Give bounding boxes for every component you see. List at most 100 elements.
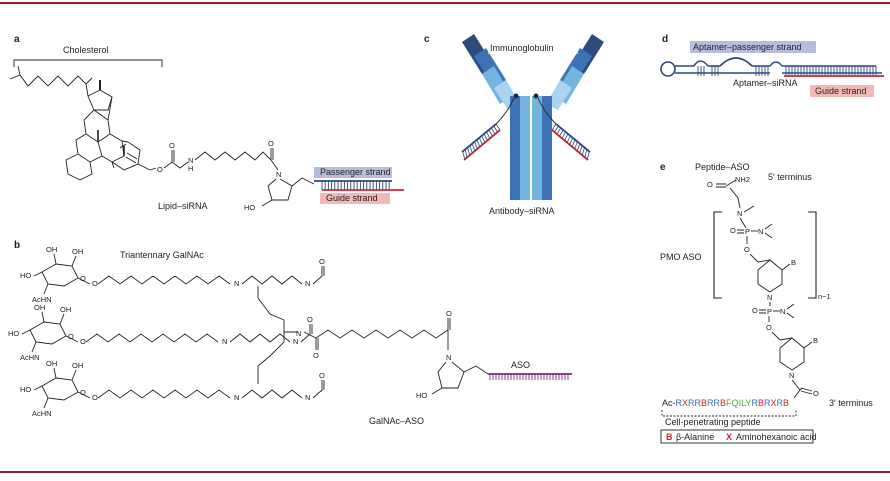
panel-c-letter: c (424, 34, 430, 45)
peptide-residue: R (764, 398, 771, 408)
galnac-ho: HO (20, 385, 31, 394)
peptide-residue: R (688, 398, 695, 408)
peptide-sequence: Ac-RXRRBRRBFQILYRBRXRB (662, 398, 789, 408)
bottom-frame-line (0, 471, 890, 473)
morpholino-1-base: B (791, 258, 796, 267)
cholesterol-bracket (13, 59, 163, 67)
e-ch2-1 (749, 253, 771, 263)
b-hydroxyl: HO (416, 391, 427, 400)
peptide-residue: X (682, 398, 688, 408)
morpholino-ring-2 (779, 337, 805, 371)
passenger-strand-label: Passenger strand (320, 167, 391, 177)
b-ring-oh-bond (431, 387, 443, 395)
b-core-amide-o: O (313, 351, 319, 360)
e-n-to-p (739, 217, 747, 229)
b-terminal-o: O (446, 309, 452, 318)
a-carbonyl-o: O (169, 141, 175, 150)
cholesterol-structure (9, 65, 157, 181)
b-terminal-carbonyl (447, 318, 451, 330)
peptide-residue: R (695, 398, 702, 408)
pmo-repeat-count: n−1 (818, 292, 831, 301)
a-amide-h: H (188, 164, 193, 173)
b-core-n: N (296, 329, 301, 338)
a-amide-n: N (188, 156, 193, 165)
panel-d-letter: d (662, 34, 668, 45)
e-p2-n: N (780, 307, 785, 316)
galnac-ring-o: O (68, 332, 74, 341)
pmo-left-bracket (713, 211, 722, 299)
galnac-aso-label: GalNAc–ASO (369, 416, 424, 426)
carbonyl-double (171, 150, 175, 162)
a-pyrrolidine-ring (267, 178, 293, 201)
panel-e: e Peptide–ASO O NH2 5′ terminus N n−1 PM… (660, 162, 873, 444)
galnac-oh: OH (72, 361, 83, 370)
peptide-residue: R (776, 398, 783, 408)
e-p1: P (745, 227, 750, 236)
e-nh2: NH2 (735, 175, 750, 184)
hexyl-chain (194, 151, 272, 161)
e-glycine-link (729, 187, 741, 209)
a-ethyl-link (291, 177, 315, 187)
aptamer-passenger-box (690, 41, 816, 53)
peptide-residue: B (701, 398, 707, 408)
peptide-residue: R (714, 398, 721, 408)
morpholino-1-base-bond (781, 263, 791, 271)
a-ring-oh-bond (261, 199, 273, 207)
immunoglobulin-label-bg (488, 42, 578, 54)
e-p1-o: O (730, 226, 736, 235)
antibody-sirna-label: Antibody–siRNA (489, 206, 555, 216)
aptamer-sirna-label: Aptamer–siRNA (733, 78, 798, 88)
peptide-residue: Ac- (662, 398, 676, 408)
e-p2: P (767, 307, 772, 316)
b-pyrrolidine-ring (437, 361, 465, 389)
e-p1-dimethyl (764, 223, 773, 239)
galnac-achn: AcHN (20, 353, 40, 362)
galnac-amide-n: N (305, 393, 310, 402)
aptamer-passenger-label: Aptamer–passenger strand (693, 42, 802, 52)
peptide-residue: R (707, 398, 714, 408)
e-p1-bridge-o: O (744, 245, 750, 254)
cpp-bracket (661, 410, 797, 417)
panel-c: c Immunoglobulin (424, 34, 604, 216)
galnac-carbonyl-o: O (307, 315, 313, 324)
peptide-residue: B (720, 398, 726, 408)
peptide-residue: I (739, 398, 742, 408)
peptide-residue: B (783, 398, 789, 408)
galnac-amide-n: N (305, 279, 310, 288)
carbamate-bonds (163, 161, 189, 169)
passenger-strand-box (314, 167, 392, 178)
galnac-amide-n: N (234, 279, 239, 288)
legend-aminohexanoic-symbol: X (726, 432, 732, 442)
a-pyrrolidine-n: N (276, 170, 281, 179)
panel-b-letter: b (14, 240, 20, 251)
e-top-carbonyl (716, 179, 737, 188)
peptide-residue: R (676, 398, 683, 408)
legend-beta-alanine-label: β-Alanine (676, 432, 714, 442)
e-bottom-o: O (813, 389, 819, 398)
galnac-amide-n: N (222, 337, 227, 346)
residue-legend-box (660, 429, 814, 444)
peptide-residue: X (770, 398, 776, 408)
galnac-achn: AcHN (32, 409, 52, 418)
b-pyrrolidine-n: N (446, 353, 451, 362)
galnac-ring-o: O (80, 388, 86, 397)
e-p1-n: N (758, 227, 763, 236)
five-prime-label: 5′ terminus (768, 172, 812, 182)
panel-a: a Cholesterol O O N (9, 34, 404, 212)
galnac-oh: OH (46, 359, 57, 368)
galnac-oh: OH (34, 303, 45, 312)
aso-bases (489, 374, 569, 380)
e-top-n: N (737, 209, 742, 218)
peptide-residue: B (758, 398, 764, 408)
galnac-ho: HO (20, 271, 31, 280)
galnac-oh: OH (72, 247, 83, 256)
aptamer-base-pairs (697, 66, 877, 76)
galnac-amide-n: N (293, 337, 298, 346)
e-p2-dimethyl (786, 303, 795, 319)
